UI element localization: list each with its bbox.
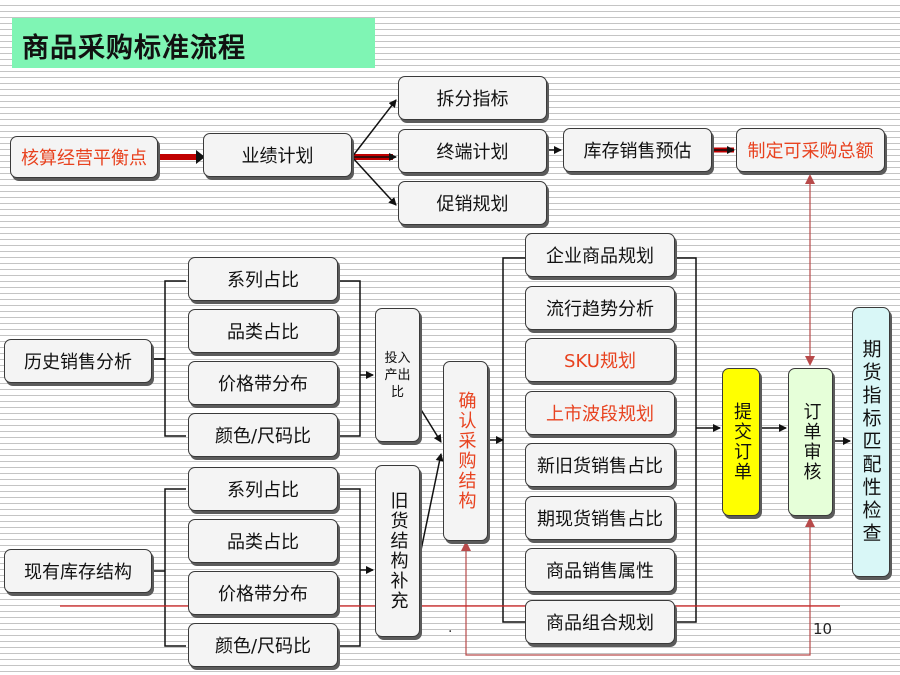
submit-order-box: 提交订单 [722,368,760,516]
futures-check-box: 期货指标匹配性检查 [852,307,890,577]
split-box: 拆分指标 [398,76,547,120]
stock-structure-box: 现有库存结构 [4,549,152,593]
order-review-box: 订单审核 [788,368,833,516]
plan-item-enterprise: 企业商品规划 [525,233,675,277]
history-item-color-size: 颜色/尺码比 [188,413,338,457]
footer-dot: . [448,620,453,636]
stock-item-price: 价格带分布 [188,571,338,615]
stock-item-series: 系列占比 [188,467,338,511]
plan-item-futures-spot: 期现货销售占比 [525,496,675,540]
plan-box: 业绩计划 [203,133,352,177]
inventory-forecast-box: 库存销售预估 [563,128,712,172]
plan-item-combination: 商品组合规划 [525,600,675,644]
plan-item-wave: 上市波段规划 [525,391,675,435]
history-item-series: 系列占比 [188,257,338,301]
page-number: 10 [813,620,833,638]
promo-box: 促销规划 [398,181,547,225]
plan-item-trend: 流行趋势分析 [525,286,675,330]
io-ratio-box: 投入产出比 [375,308,420,442]
confirm-structure-box: 确认采购结构 [443,361,488,541]
stock-item-color-size: 颜色/尺码比 [188,623,338,667]
balance-box: 核算经营平衡点 [10,136,158,178]
terminal-box: 终端计划 [398,129,547,173]
old-stock-box: 旧货结构补充 [375,465,420,637]
plan-item-attributes: 商品销售属性 [525,548,675,592]
title-bar: 商品采购标准流程 [12,18,375,68]
history-item-price: 价格带分布 [188,361,338,405]
plan-item-sku: SKU规划 [525,338,675,382]
history-item-category: 品类占比 [188,309,338,353]
plan-item-new-old: 新旧货销售占比 [525,443,675,487]
page-title: 商品采购标准流程 [22,33,246,64]
purchase-total-box: 制定可采购总额 [736,128,885,172]
history-sales-box: 历史销售分析 [4,339,152,383]
stock-item-category: 品类占比 [188,519,338,563]
